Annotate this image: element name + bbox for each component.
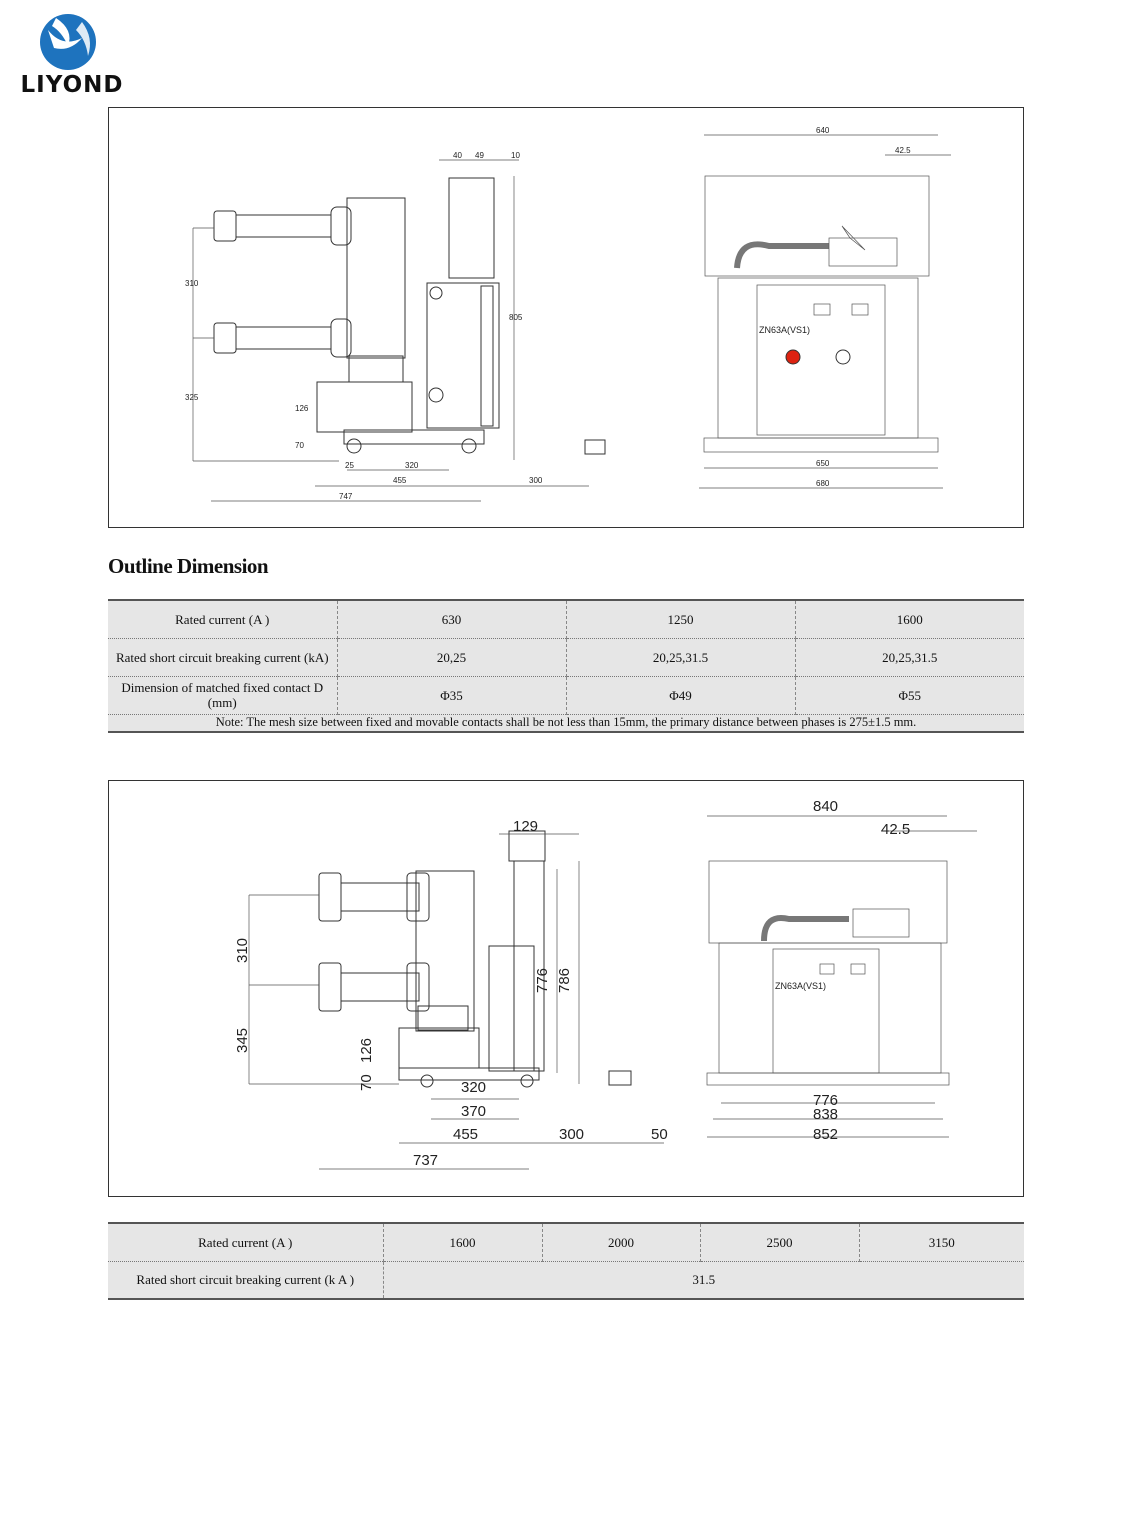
d1-dim-747: 747 — [339, 492, 353, 501]
d2-dim-737: 737 — [413, 1152, 438, 1169]
table-row: Rated current (A ) 1600 2000 2500 3150 — [108, 1222, 1024, 1262]
table-row: Dimension of matched fixed contact D (mm… — [108, 675, 1024, 715]
d1-dim-310: 310 — [185, 279, 199, 288]
d2-dim-50: 50 — [651, 1126, 668, 1143]
breaker-drawing-1-svg: 40 49 10 310 805 325 126 70 25 320 455 3… — [185, 126, 951, 502]
table-row: Rated short circuit breaking current (k … — [108, 1260, 1024, 1300]
t1-cell: Dimension of matched fixed contact D (mm… — [108, 675, 338, 715]
brand-logo: LIYOND — [12, 8, 132, 100]
d2-dim-776: 776 — [813, 1092, 838, 1109]
table-row: Note: The mesh size between fixed and mo… — [108, 713, 1024, 733]
d1-dim-680: 680 — [816, 479, 830, 488]
t1-cell: 20,25 — [336, 637, 567, 677]
t1-cell: Rated short circuit breaking current (kA… — [108, 637, 338, 677]
d1-dim-300: 300 — [529, 476, 543, 485]
d1-dim-10: 10 — [511, 151, 520, 160]
section-title: Outline Dimension — [108, 554, 269, 578]
d2-panel-label: ZN63A(VS1) — [775, 981, 826, 991]
d2-dim-345: 345 — [234, 1028, 251, 1053]
t1-cell: Φ49 — [565, 675, 796, 715]
d1-dim-40: 40 — [453, 151, 462, 160]
liyond-logo-icon — [40, 14, 96, 70]
d1-dim-126: 126 — [295, 404, 309, 413]
d1-dim-455: 455 — [393, 476, 407, 485]
table-row: Rated short circuit breaking current (kA… — [108, 637, 1024, 677]
spec-table-1: Rated current (A ) 630 1250 1600 Rated s… — [108, 599, 1024, 733]
d2-dim-310: 310 — [234, 938, 251, 963]
t2-cell: 3150 — [858, 1222, 1024, 1262]
d2-dim-370: 370 — [461, 1103, 486, 1120]
d1-dim-42-5: 42.5 — [895, 146, 911, 155]
t1-cell: Rated current (A ) — [108, 599, 338, 639]
t1-note: Note: The mesh size between fixed and mo… — [108, 713, 1024, 733]
d2-dim-300: 300 — [559, 1126, 584, 1143]
t1-cell: 20,25,31.5 — [565, 637, 796, 677]
d2-dim-786: 786 — [556, 968, 573, 993]
d2-dim-42-5: 42.5 — [881, 821, 910, 838]
d1-panel-label: ZN63A(VS1) — [759, 325, 810, 335]
d2-dim-852: 852 — [813, 1126, 838, 1143]
d1-dim-325: 325 — [185, 393, 199, 402]
spec-table-2: Rated current (A ) 1600 2000 2500 3150 R… — [108, 1222, 1024, 1300]
d2-dim-840: 840 — [813, 798, 838, 815]
t2-cell: 2000 — [541, 1222, 701, 1262]
t1-cell: 20,25,31.5 — [794, 637, 1024, 677]
breaker-drawing-2-svg: 129 310 776 786 345 126 70 320 370 455 3… — [234, 798, 977, 1170]
d2-dim-320: 320 — [461, 1079, 486, 1096]
d2-dim-838: 838 — [813, 1106, 838, 1123]
d1-dim-320: 320 — [405, 461, 419, 470]
table-row: Rated current (A ) 630 1250 1600 — [108, 599, 1024, 639]
drawing-1: 40 49 10 310 805 325 126 70 25 320 455 3… — [108, 107, 1024, 528]
t2-cell: Rated current (A ) — [108, 1222, 384, 1262]
t2-cell: 1600 — [382, 1222, 543, 1262]
t2-cell: Rated short circuit breaking current (k … — [108, 1260, 384, 1300]
t1-cell: 1250 — [565, 599, 796, 639]
d2-dim-129: 129 — [513, 818, 538, 835]
d2-dim-126: 126 — [358, 1038, 375, 1063]
t1-cell: 1600 — [794, 599, 1024, 639]
d1-dim-640: 640 — [816, 126, 830, 135]
brand-name: LIYOND — [20, 72, 124, 98]
d1-dim-25: 25 — [345, 461, 354, 470]
d2-dim-776: 776 — [534, 968, 551, 993]
t1-cell: Φ55 — [794, 675, 1024, 715]
t2-cell: 2500 — [699, 1222, 860, 1262]
d1-dim-650: 650 — [816, 459, 830, 468]
t2-cell: 31.5 — [382, 1260, 1024, 1300]
d1-dim-49: 49 — [475, 151, 484, 160]
drawing-2: 129 310 776 786 345 126 70 320 370 455 3… — [108, 780, 1024, 1197]
d2-dim-70: 70 — [358, 1074, 375, 1091]
d1-dim-70: 70 — [295, 441, 304, 450]
t1-cell: Φ35 — [336, 675, 567, 715]
d2-dim-455: 455 — [453, 1126, 478, 1143]
d1-dim-805: 805 — [509, 313, 523, 322]
t1-cell: 630 — [336, 599, 567, 639]
